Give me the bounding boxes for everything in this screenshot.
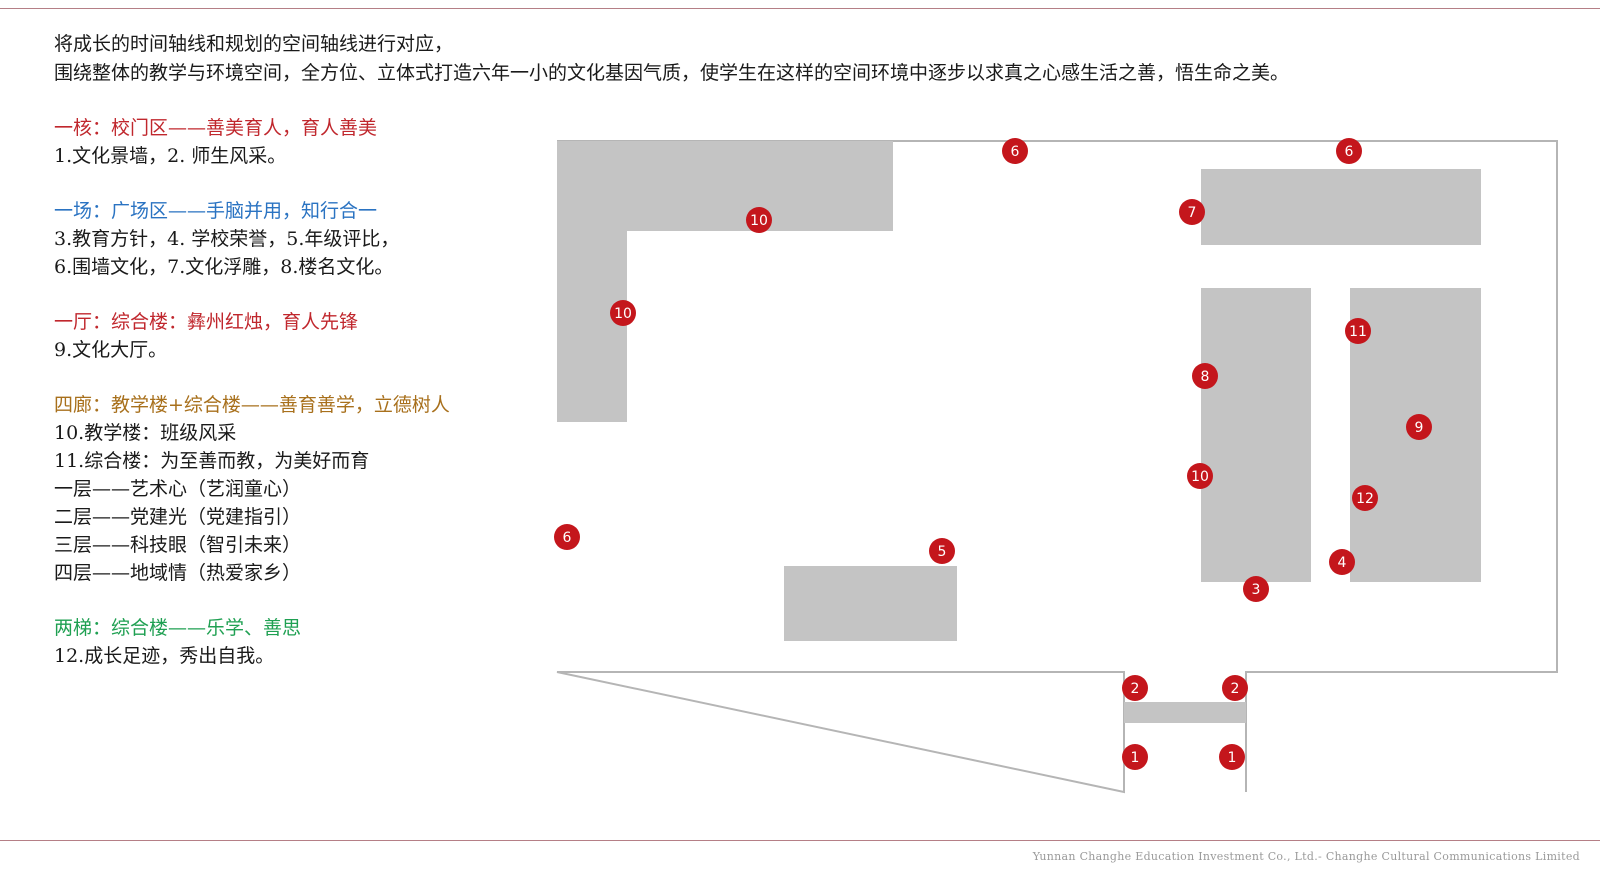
marker-label: 2 [1231, 681, 1240, 697]
location-marker-3: 3 [1243, 576, 1269, 602]
location-marker-8: 8 [1192, 363, 1218, 389]
marker-dot [1122, 744, 1148, 770]
legend-item: 二层——党建光（党建指引） [54, 506, 302, 528]
building-top-right [1201, 169, 1481, 245]
location-marker-1: 1 [1219, 744, 1245, 770]
marker-label: 1 [1131, 750, 1140, 766]
location-marker-6: 6 [554, 524, 580, 550]
building-middle-left [1201, 288, 1311, 582]
location-marker-2: 2 [1122, 675, 1148, 701]
intro-line-2: 围绕整体的教学与环境空间，全方位、立体式打造六年一小的文化基因气质，使学生在这样… [54, 62, 1290, 84]
legend-heading: 四廊：教学楼+综合楼——善育善学，立德树人 [54, 394, 450, 416]
intro-text: 将成长的时间轴线和规划的空间轴线进行对应， 围绕整体的教学与环境空间，全方位、立… [54, 30, 1289, 88]
marker-label: 10 [1191, 469, 1209, 485]
marker-label: 6 [1345, 144, 1354, 160]
marker-dot [610, 300, 636, 326]
marker-label: 3 [1252, 582, 1261, 598]
teaching-building-l-shape [557, 141, 893, 422]
legend-item: 6.围墙文化，7.文化浮雕，8.楼名文化。 [54, 256, 394, 278]
marker-dot [1222, 675, 1248, 701]
location-marker-6: 6 [1336, 138, 1362, 164]
marker-label: 6 [1011, 144, 1020, 160]
location-marker-10: 10 [746, 207, 772, 233]
legend-heading: 一核：校门区——善美育人，育人善美 [54, 117, 378, 139]
marker-label: 1 [1228, 750, 1237, 766]
location-marker-6: 6 [1002, 138, 1028, 164]
marker-label: 10 [750, 213, 768, 229]
legend-item: 9.文化大厅。 [54, 339, 168, 361]
building-bottom-center [784, 566, 957, 641]
location-marker-9: 9 [1406, 414, 1432, 440]
location-marker-2: 2 [1222, 675, 1248, 701]
top-divider [0, 8, 1600, 9]
location-marker-10: 10 [610, 300, 636, 326]
legend-group: 四廊：教学楼+综合楼——善育善学，立德树人 10.教学楼：班级风采 11.综合楼：为… [54, 391, 450, 587]
location-marker-11: 11 [1345, 318, 1371, 344]
marker-dot [1219, 744, 1245, 770]
marker-dot [1179, 199, 1205, 225]
intro-line-1: 将成长的时间轴线和规划的空间轴线进行对应， [54, 33, 454, 55]
marker-label: 11 [1349, 324, 1367, 340]
marker-dot [1243, 576, 1269, 602]
legend-group: 一厅：综合楼：彝州红烛，育人先锋 9.文化大厅。 [54, 308, 450, 364]
legend-item: 三层——科技眼（智引未来） [54, 534, 302, 556]
legend-group: 一场：广场区——手脑并用，知行合一 3.教育方针，4. 学校荣誉，5.年级评比， 6… [54, 197, 450, 281]
legend-item: 11.综合楼：为至善而教，为美好而育 [54, 450, 370, 472]
marker-dot [1329, 549, 1355, 575]
legend-item: 一层——艺术心（艺润童心） [54, 478, 302, 500]
marker-dot [1406, 414, 1432, 440]
marker-dot [1002, 138, 1028, 164]
marker-label: 12 [1356, 491, 1374, 507]
location-marker-12: 12 [1352, 485, 1378, 511]
marker-label: 4 [1338, 555, 1347, 571]
marker-dot [1192, 363, 1218, 389]
legend-heading: 一场：广场区——手脑并用，知行合一 [54, 200, 378, 222]
footer-credit: Yunnan Changhe Education Investment Co.,… [1032, 850, 1580, 863]
marker-label: 9 [1415, 420, 1424, 436]
marker-dot [1345, 318, 1371, 344]
marker-label: 2 [1131, 681, 1140, 697]
marker-dot [1187, 463, 1213, 489]
location-marker-7: 7 [1179, 199, 1205, 225]
marker-label: 10 [614, 306, 632, 322]
legend-group: 一核：校门区——善美育人，育人善美 1.文化景墙，2. 师生风采。 [54, 114, 450, 170]
legend-item: 10.教学楼：班级风采 [54, 422, 237, 444]
legend-item: 四层——地域情（热爱家乡） [54, 562, 302, 584]
marker-dot [1336, 138, 1362, 164]
marker-label: 8 [1201, 369, 1210, 385]
gate-structure [1124, 702, 1246, 723]
legend: 一核：校门区——善美育人，育人善美 1.文化景墙，2. 师生风采。一场：广场区——… [54, 114, 450, 697]
legend-item: 12.成长足迹，秀出自我。 [54, 645, 275, 667]
marker-dot [1352, 485, 1378, 511]
marker-label: 7 [1188, 205, 1197, 221]
bottom-divider [0, 840, 1600, 841]
location-marker-5: 5 [929, 538, 955, 564]
marker-dot [554, 524, 580, 550]
legend-item: 3.教育方针，4. 学校荣誉，5.年级评比， [54, 228, 400, 250]
legend-heading: 一厅：综合楼：彝州红烛，育人先锋 [54, 311, 359, 333]
location-marker-4: 4 [1329, 549, 1355, 575]
marker-dot [746, 207, 772, 233]
legend-group: 两梯：综合楼——乐学、善思 12.成长足迹，秀出自我。 [54, 614, 450, 670]
location-marker-10: 10 [1187, 463, 1213, 489]
location-marker-1: 1 [1122, 744, 1148, 770]
marker-label: 6 [563, 530, 572, 546]
marker-label: 5 [938, 544, 947, 560]
legend-heading: 两梯：综合楼——乐学、善思 [54, 617, 302, 639]
legend-item: 1.文化景墙，2. 师生风采。 [54, 145, 287, 167]
marker-dot [929, 538, 955, 564]
marker-dot [1122, 675, 1148, 701]
